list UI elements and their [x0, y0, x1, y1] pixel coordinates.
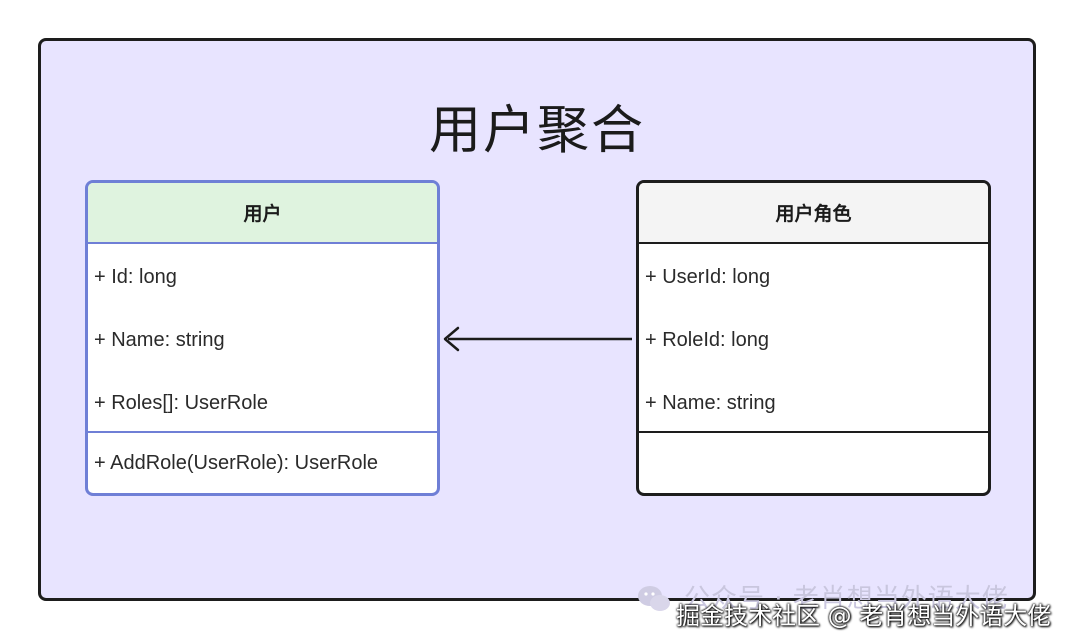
association-arrow — [443, 326, 632, 352]
attribute-user-id: + UserId: long — [645, 266, 771, 288]
aggregate-title: 用户聚合 — [428, 101, 645, 161]
class-user-role-attributes: + UserId: long + RoleId: long + Name: st… — [639, 244, 988, 433]
class-user-role-name: 用户角色 — [639, 183, 988, 244]
attribute-role-name: + Name: string — [645, 392, 776, 414]
class-user-name: 用户 — [88, 183, 437, 244]
watermark-official-account: 公众号 · 老肖想当外语大佬 — [684, 584, 1009, 614]
attribute-id: + Id: long — [94, 266, 177, 288]
method-add-role: + AddRole(UserRole): UserRole — [94, 452, 379, 474]
attribute-name: + Name: string — [94, 329, 225, 351]
class-user-methods: + AddRole(UserRole): UserRole — [88, 433, 437, 493]
class-user-attributes: + Id: long + Name: string + Roles[]: Use… — [88, 244, 437, 433]
class-user-role: 用户角色 + UserId: long + RoleId: long + Nam… — [636, 180, 991, 496]
class-user-role-methods — [639, 433, 988, 493]
attribute-role-id: + RoleId: long — [645, 329, 769, 351]
class-user: 用户 + Id: long + Name: string + Roles[]: … — [85, 180, 440, 496]
arrowhead-icon — [443, 326, 460, 352]
attribute-roles: + Roles[]: UserRole — [94, 392, 268, 414]
watermark-juejin: 掘金技术社区 @ 老肖想当外语大佬 — [676, 602, 1052, 630]
wechat-icon — [638, 586, 670, 611]
